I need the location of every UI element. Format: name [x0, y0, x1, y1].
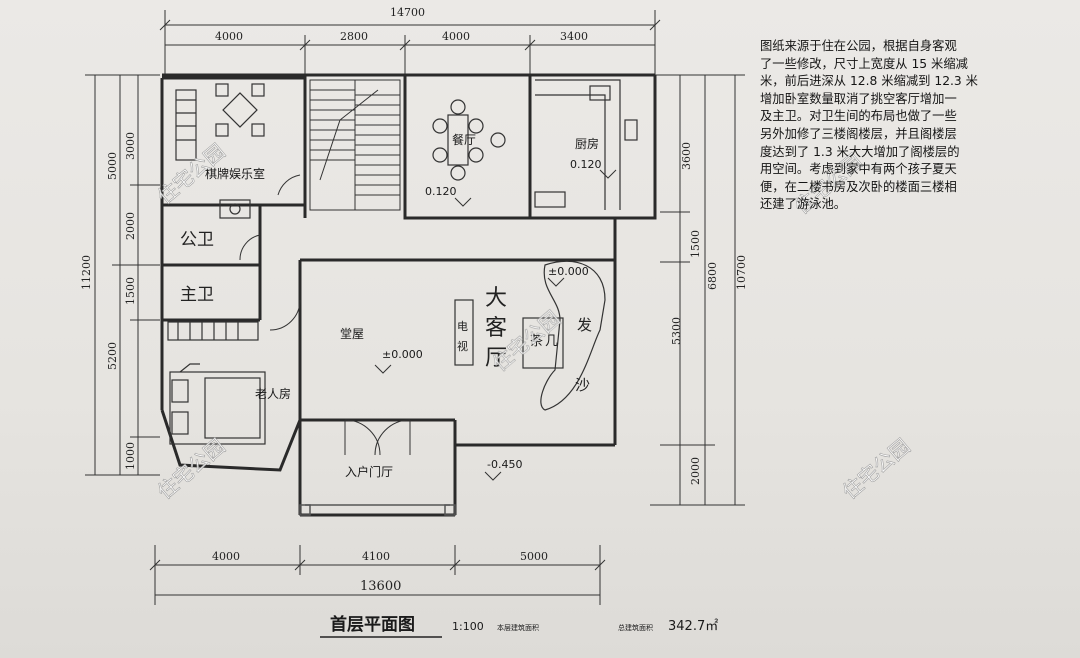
- note-line: 图纸来源于住在公园，根据自身客观: [760, 39, 957, 53]
- area-label-total: 总建筑面积: [618, 623, 653, 632]
- room-sofa-1: 沙: [575, 376, 590, 394]
- dim-left-5: 1000: [124, 442, 137, 470]
- room-dining-level: 0.120: [425, 185, 457, 198]
- room-living-1: 大: [485, 286, 507, 311]
- area-value: 342.7㎡: [668, 619, 718, 634]
- note-line: 还建了游泳池。: [760, 197, 847, 212]
- room-living-3: 厅: [485, 346, 507, 371]
- dim-bottom-3: 5000: [520, 550, 548, 563]
- room-hall-level: ±0.000: [382, 348, 423, 361]
- dim-left-5000: 5000: [106, 152, 119, 180]
- drawing-scale: 1:100: [452, 620, 484, 633]
- dim-left-total: 11200: [80, 255, 93, 290]
- note-line: 度达到了 1.3 米大大增加了阁楼层的: [760, 144, 960, 159]
- dim-right-total-a: 6800: [706, 262, 719, 290]
- room-kitchen: 厨房: [575, 136, 599, 151]
- room-public-bath: 公卫: [180, 230, 214, 250]
- room-foyer: 入户门厅: [345, 464, 393, 479]
- room-sofa-2: 发: [577, 316, 592, 334]
- design-notes: 图纸来源于住在公园，根据自身客观 了一些修改，尺寸上宽度从 15 米缩减 米，前…: [760, 38, 1045, 214]
- room-tv-2: 视: [457, 339, 468, 353]
- dim-left-3: 1500: [124, 277, 137, 305]
- dim-right-3: 5300: [670, 317, 683, 345]
- room-tea-1: 茶: [530, 333, 543, 349]
- staircase: [309, 79, 401, 211]
- note-line: 便，在二楼书房及次卧的楼面三楼相: [760, 179, 957, 194]
- room-dining: 餐厅: [452, 132, 476, 147]
- room-master-bath: 主卫: [180, 285, 214, 305]
- room-foyer-level: -0.450: [487, 458, 522, 471]
- dim-top-3: 4000: [442, 30, 470, 43]
- dim-bottom-total: 13600: [360, 579, 401, 594]
- room-tea-2: 几: [545, 334, 558, 349]
- drawing-title: 首层平面图: [330, 614, 415, 635]
- dim-right-4: 2000: [689, 457, 702, 485]
- room-living-level: ±0.000: [548, 265, 589, 278]
- note-line: 了一些修改，尺寸上宽度从 15 米缩减: [760, 56, 968, 71]
- dim-right-total-b: 10700: [735, 255, 748, 290]
- room-living-2: 客: [485, 316, 507, 341]
- area-label-floor: 本层建筑面积: [497, 623, 539, 632]
- dim-top-1: 4000: [215, 30, 243, 43]
- note-line: 米，前后进深从 12.8 米缩减到 12.3 米: [760, 74, 978, 89]
- dim-top-2: 2800: [340, 30, 368, 43]
- dim-top-4: 3400: [560, 30, 588, 43]
- dim-left-4: 5200: [106, 342, 119, 370]
- room-chess: 棋牌娱乐室: [205, 166, 265, 181]
- room-tv-1: 电: [457, 320, 468, 333]
- room-hall: 堂屋: [340, 327, 364, 341]
- dim-left-2: 2000: [124, 212, 137, 240]
- note-line: 增加卧室数量取消了挑空客厅增加一: [760, 91, 957, 106]
- dim-left-1: 3000: [124, 132, 137, 160]
- room-elder: 老人房: [255, 386, 291, 401]
- note-line: 另外加修了三楼阁楼层，并且阁楼层: [760, 126, 957, 141]
- dim-right-1: 3600: [680, 142, 693, 170]
- note-line: 用空间。考虑到家中有两个孩子夏天: [760, 162, 957, 177]
- note-line: 及主卫。对卫生间的布局也做了一些: [760, 109, 957, 124]
- dim-top-total: 14700: [390, 6, 425, 19]
- dim-bottom-2: 4100: [362, 550, 390, 563]
- dim-right-2: 1500: [689, 230, 702, 258]
- watermark: 住宅公园: [838, 434, 915, 504]
- room-kitchen-level: 0.120: [570, 158, 602, 171]
- dim-bottom-1: 4000: [212, 550, 240, 563]
